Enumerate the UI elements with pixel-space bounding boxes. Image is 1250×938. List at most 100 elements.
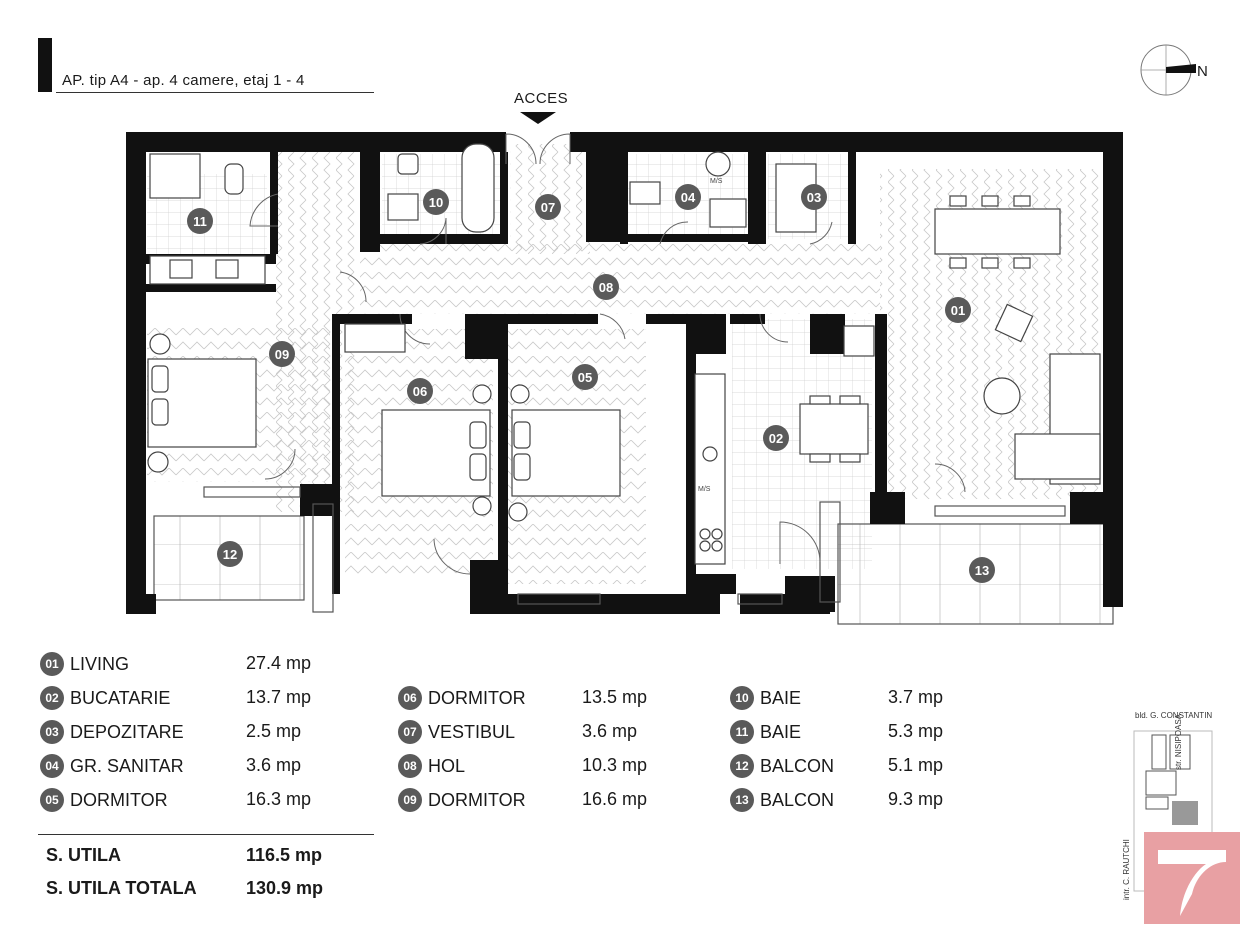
legend-item: 11 BAIE [730,719,801,745]
legend-room-area: 13.5 mp [582,687,648,707]
legend-room-name: LIVING [70,653,130,674]
room-badge-08: 08 [593,274,619,300]
room-badge-label: 01 [951,303,965,318]
room-badge-label: 08 [599,280,613,295]
legend-item: 04 GR. SANITAR [40,753,184,779]
legend-room-name: BAIE [760,721,802,742]
legend-badge: 06 [398,686,422,710]
room-badge-07: 07 [535,194,561,220]
room-badges: 01 02 03 04 05 06 07 08 09 10 11 12 13 [187,184,995,583]
legend-room-name: BALCON [760,755,835,776]
fixture-label: M/S [710,178,723,185]
brand-logo-icon [1144,832,1240,924]
fixture-label: M/S [698,486,711,493]
legend-room-area: 9.3 mp [888,789,944,809]
legend-item: 13 BALCON [730,787,834,813]
legend-room-area: 16.3 mp [246,789,312,809]
legend-room-name: DORMITOR [428,789,526,810]
legend-room-name: DORMITOR [70,789,168,810]
doors [249,133,966,575]
legend-room-name: HOL [428,755,466,776]
legend-badge: 13 [730,788,754,812]
legend-badge: 03 [40,720,64,744]
room-badge-09: 09 [269,341,295,367]
room-badge-label: 07 [541,200,555,215]
legend-badge: 05 [40,788,64,812]
room-badge-label: 04 [681,190,696,205]
walls [126,132,1123,614]
room-badge-02: 02 [763,425,789,451]
legend-room-name: DEPOZITARE [70,721,184,742]
legend-badge: 07 [398,720,422,744]
title-underline [56,92,374,93]
legend-room-area: 3.6 mp [246,755,302,775]
legend-room-area: 16.6 mp [582,789,648,809]
legend-room-area: 10.3 mp [582,755,648,775]
legend-room-name: GR. SANITAR [70,755,184,776]
room-badge-13: 13 [969,557,995,583]
room-badge-label: 10 [429,195,443,210]
legend-badge: 04 [40,754,64,778]
room-badge-12: 12 [217,541,243,567]
legend-badge: 08 [398,754,422,778]
legend-room-area: 13.7 mp [246,687,312,707]
legend-room-area: 5.1 mp [888,755,944,775]
room-badge-label: 09 [275,347,289,362]
legend-badge: 01 [40,652,64,676]
legend-room-area: 3.6 mp [582,721,638,741]
legend-item: 08 HOL [398,753,465,779]
total-area-label: S. UTILA TOTALA [46,878,197,898]
legend-room-name: BALCON [760,789,835,810]
legend-room-area: 5.3 mp [888,721,944,741]
room-badge-label: 12 [223,547,237,562]
room-badge-03: 03 [801,184,827,210]
room-badge-label: 13 [975,563,989,578]
useful-area-label: S. UTILA [46,845,121,865]
legend-badge: 11 [730,720,754,744]
legend-badge: 02 [40,686,64,710]
total-area-value: 130.9 mp [246,878,324,898]
legend-room-name: DORMITOR [428,687,526,708]
plan-title: AP. tip A4 - ap. 4 camere, etaj 1 - 4 [62,72,305,89]
furniture [147,143,1101,565]
legend-item: 02 BUCATARIE [40,685,170,711]
legend-badge: 09 [398,788,422,812]
legend-room-name: VESTIBUL [428,721,516,742]
room-badge-10: 10 [423,189,449,215]
legend-item: 07 VESTIBUL [398,719,515,745]
legend-room-name: BAIE [760,687,802,708]
room-badge-label: 11 [193,214,207,229]
room-badge-05: 05 [572,364,598,390]
entrance-arrow-icon [520,112,556,124]
useful-area-value: 116.5 mp [246,845,323,865]
legend-item: 09 DORMITOR [398,787,526,813]
legend-item: 01 LIVING [40,651,129,677]
totals-divider [38,834,374,835]
legend-room-name: BUCATARIE [70,687,171,708]
street-top-label: bld. G. CONSTANTIN [1135,711,1213,720]
room-badge-11: 11 [187,208,213,234]
street-right-label: str. NISIPOASA [1174,713,1183,770]
room-badge-label: 06 [413,384,427,399]
legend-item: 12 BALCON [730,753,834,779]
legend-room-area: 3.7 mp [888,687,944,707]
legend-item: 06 DORMITOR [398,685,526,711]
room-badge-06: 06 [407,378,433,404]
legend-badge: 10 [730,686,754,710]
title-marker [38,38,52,92]
windows [203,486,1066,613]
room-badge-label: 02 [769,431,783,446]
room-badge-04: 04 [675,184,701,210]
street-left-label: intr. C. RAUTCHI [1122,839,1131,900]
room-badge-label: 05 [578,370,592,385]
legend-item: 03 DEPOZITARE [40,719,184,745]
legend-item: 10 BAIE [730,685,801,711]
legend-badge: 12 [730,754,754,778]
legend-room-area: 27.4 mp [246,653,312,673]
room-badge-label: 03 [807,190,821,205]
compass-north-label: N [1197,63,1208,80]
access-label: ACCES [514,90,569,107]
compass-icon [1140,44,1196,96]
legend-room-area: 2.5 mp [246,721,302,741]
room-badge-01: 01 [945,297,971,323]
